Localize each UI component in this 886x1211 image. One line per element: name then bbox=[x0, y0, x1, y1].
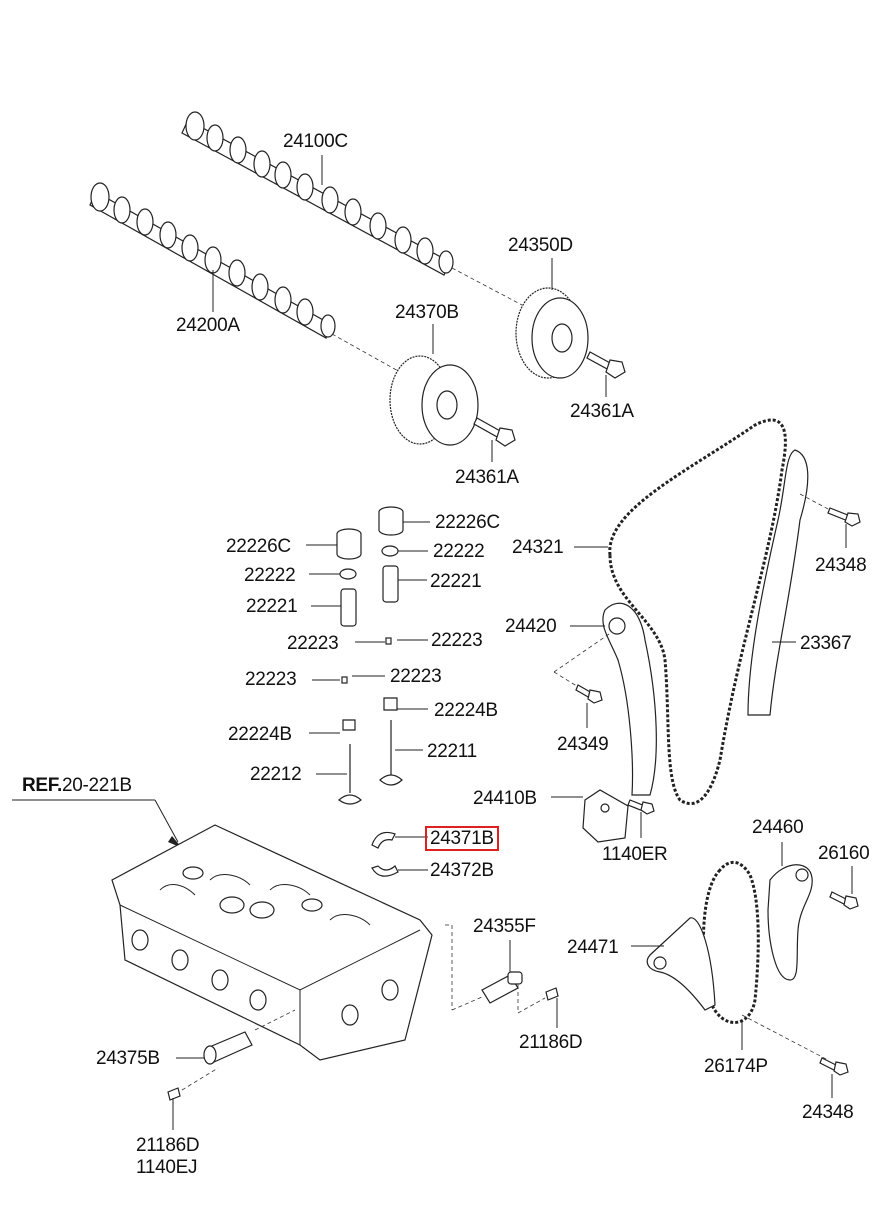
label-cotter-1b[interactable]: 22223 bbox=[431, 630, 483, 651]
chain-guide bbox=[747, 449, 809, 716]
hydraulic-tensioner bbox=[551, 789, 655, 843]
label-tensioner-bolt[interactable]: 1140ER bbox=[602, 844, 668, 865]
label-cotter-2b[interactable]: 22223 bbox=[390, 666, 442, 687]
oil-pump-tensioner bbox=[631, 917, 716, 1011]
reference-label[interactable]: REF.20-221B bbox=[22, 776, 132, 795]
label-tensioner-arm[interactable]: 24420 bbox=[505, 616, 557, 637]
label-tappet-right[interactable]: 22226C bbox=[435, 512, 500, 533]
label-bearing-lower[interactable]: 24372B bbox=[430, 860, 494, 881]
intake-camshaft bbox=[89, 182, 401, 373]
label-cvvt-exhaust[interactable]: 24350D bbox=[508, 235, 573, 256]
label-oil-pump-tensioner[interactable]: 24471 bbox=[567, 937, 619, 958]
label-arm-bolt[interactable]: 24349 bbox=[557, 734, 609, 755]
label-guide-bolt-bottom[interactable]: 24348 bbox=[802, 1102, 854, 1123]
label-timing-chain[interactable]: 24321 bbox=[512, 537, 564, 558]
label-ocv-exhaust[interactable]: 24355F bbox=[473, 916, 536, 937]
label-guide-bolt-top[interactable]: 24348 bbox=[815, 555, 867, 576]
ocv-intake bbox=[167, 1031, 253, 1130]
label-valve-intake[interactable]: 22211 bbox=[427, 741, 477, 762]
label-retainer-left[interactable]: 22222 bbox=[244, 565, 296, 586]
label-oil-pump-chain[interactable]: 26174P bbox=[704, 1056, 768, 1077]
label-seal-left[interactable]: 22224B bbox=[228, 724, 292, 745]
label-spring-left[interactable]: 22221 bbox=[246, 596, 298, 617]
cylinder-head bbox=[12, 799, 433, 1061]
label-cvvt-bolt-top[interactable]: 24361A bbox=[570, 401, 634, 422]
label-oil-chain-guide[interactable]: 24460 bbox=[752, 817, 804, 838]
cvvt-exhaust-sprocket bbox=[515, 258, 589, 379]
label-ocv-bolt-left-1[interactable]: 21186D bbox=[136, 1135, 200, 1156]
guide-bolt-bottom bbox=[819, 1057, 849, 1098]
label-intake-camshaft[interactable]: 24200A bbox=[176, 315, 240, 336]
valve-train-left bbox=[306, 528, 362, 805]
valve-train-right bbox=[352, 506, 430, 786]
label-cvvt-bolt-bottom[interactable]: 24361A bbox=[455, 467, 519, 488]
label-cotter-2a[interactable]: 22223 bbox=[245, 669, 297, 690]
label-tappet-left[interactable]: 22226C bbox=[226, 536, 291, 557]
label-bearing-upper-highlighted[interactable]: 24371B bbox=[425, 826, 499, 851]
label-exhaust-camshaft[interactable]: 24100C bbox=[283, 131, 348, 152]
label-cvvt-intake[interactable]: 24370B bbox=[395, 302, 459, 323]
label-spring-right[interactable]: 22221 bbox=[430, 571, 482, 592]
cvvt-intake-sprocket bbox=[389, 324, 479, 446]
bearing-shells bbox=[371, 831, 428, 877]
timing-chain bbox=[574, 418, 787, 806]
guide-bolt-top bbox=[799, 493, 861, 548]
ocv-exhaust bbox=[445, 924, 559, 1028]
label-tensioner[interactable]: 24410B bbox=[473, 788, 537, 809]
cvvt-bolt-bottom bbox=[473, 417, 516, 462]
exhaust-camshaft bbox=[181, 111, 523, 306]
label-retainer-right[interactable]: 22222 bbox=[433, 541, 485, 562]
guide-bolt-right bbox=[829, 866, 859, 910]
reference-code: 20-221B bbox=[61, 775, 132, 796]
label-seal-right[interactable]: 22224B bbox=[434, 700, 498, 721]
label-guide-bolt-right[interactable]: 26160 bbox=[818, 843, 870, 864]
label-ocv-intake[interactable]: 24375B bbox=[96, 1048, 160, 1069]
label-cotter-1a[interactable]: 22223 bbox=[287, 633, 339, 654]
label-valve-exhaust[interactable]: 22212 bbox=[250, 764, 302, 785]
cvvt-bolt-top bbox=[586, 351, 626, 397]
oil-chain-guide bbox=[767, 842, 813, 981]
label-chain-guide[interactable]: 23367 bbox=[800, 633, 852, 654]
label-ocv-bolt-right[interactable]: 21186D bbox=[519, 1032, 583, 1053]
arm-bolt bbox=[575, 684, 603, 728]
tensioner-arm bbox=[553, 602, 657, 796]
reference-prefix: REF. bbox=[22, 775, 62, 796]
label-ocv-bolt-left-2[interactable]: 1140EJ bbox=[136, 1157, 198, 1178]
